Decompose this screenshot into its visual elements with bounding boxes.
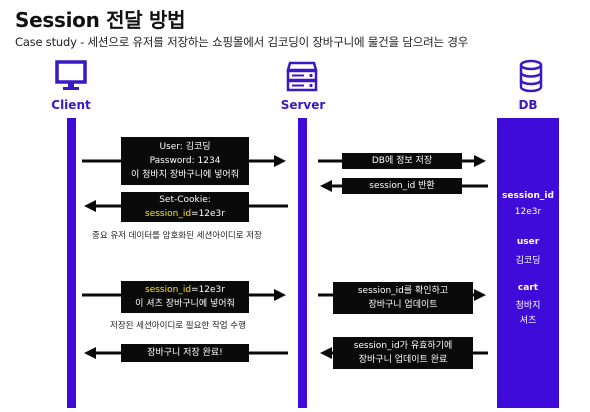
client-lifeline — [67, 118, 76, 408]
session-valid-line2: 장바구니 업데이트 완료 — [358, 355, 448, 365]
db-label: DB — [518, 98, 538, 112]
request-session-value: =12e3r — [191, 285, 225, 295]
cookie-request-message: session_id=12e3r 이 셔츠 장바구니에 넣어줘 — [121, 281, 249, 313]
db-cart-value-1: 청바지 — [515, 301, 541, 311]
request-session-key: session_id — [145, 285, 192, 295]
client-label: Client — [51, 98, 91, 112]
cart-saved-message: 장바구니 저장 완료! — [121, 344, 249, 362]
session-verify-line2: 장바구니 업데이트 — [368, 300, 438, 310]
set-cookie-message: Set-Cookie: session_id=12e3r — [121, 192, 249, 222]
set-cookie-header-text: Set-Cookie: — [159, 195, 211, 205]
server-label: Server — [280, 98, 326, 112]
shirt-request-text: 이 셔츠 장바구니에 넣어줘 — [135, 299, 235, 309]
server-icon — [286, 61, 318, 92]
db-user-value: 김코딩 — [515, 256, 541, 266]
login-user-text: User: 김코딩 — [159, 142, 211, 152]
session-verify-line1: session_id를 확인하고 — [357, 286, 449, 296]
page-subtitle: Case study - 세션으로 유저를 저장하는 쇼핑몰에서 김코딩이 장바… — [15, 35, 469, 49]
db-cart-value-2: 셔츠 — [519, 316, 537, 326]
login-request-message: User: 김코딩 Password: 1234 이 청바지 장바구니에 넣어줘 — [121, 137, 249, 185]
cookie-session-value: =12e3r — [191, 209, 225, 219]
database-icon — [519, 59, 543, 93]
cookie-session-key: session_id — [145, 209, 192, 219]
monitor-icon — [55, 60, 87, 90]
db-user-key: user — [516, 237, 540, 247]
server-lifeline — [298, 118, 307, 408]
session-return-message: session_id 반환 — [342, 178, 462, 194]
db-save-message: DB에 정보 저장 — [342, 153, 462, 169]
session-verify-message: session_id를 확인하고 장바구니 업데이트 — [333, 282, 473, 314]
session-valid-line1: session_id가 유효하기에 — [353, 341, 453, 351]
login-password-text: Password: 1234 — [149, 156, 221, 166]
db-storage-column — [497, 118, 559, 408]
page-title: Session 전달 방법 — [15, 8, 186, 32]
login-cart-request-text: 이 청바지 장바구니에 넣어줘 — [131, 170, 239, 180]
session-work-note: 저장된 세션아이디로 필요한 작업 수행 — [110, 321, 246, 331]
db-session-id-key: session_id — [502, 191, 554, 201]
db-cart-key: cart — [517, 283, 539, 293]
encrypt-note: 중요 유저 데이터를 암호화된 세션아이디로 저장 — [92, 231, 262, 241]
session-valid-message: session_id가 유효하기에 장바구니 업데이트 완료 — [333, 337, 473, 369]
db-session-id-value: 12e3r — [514, 207, 542, 217]
